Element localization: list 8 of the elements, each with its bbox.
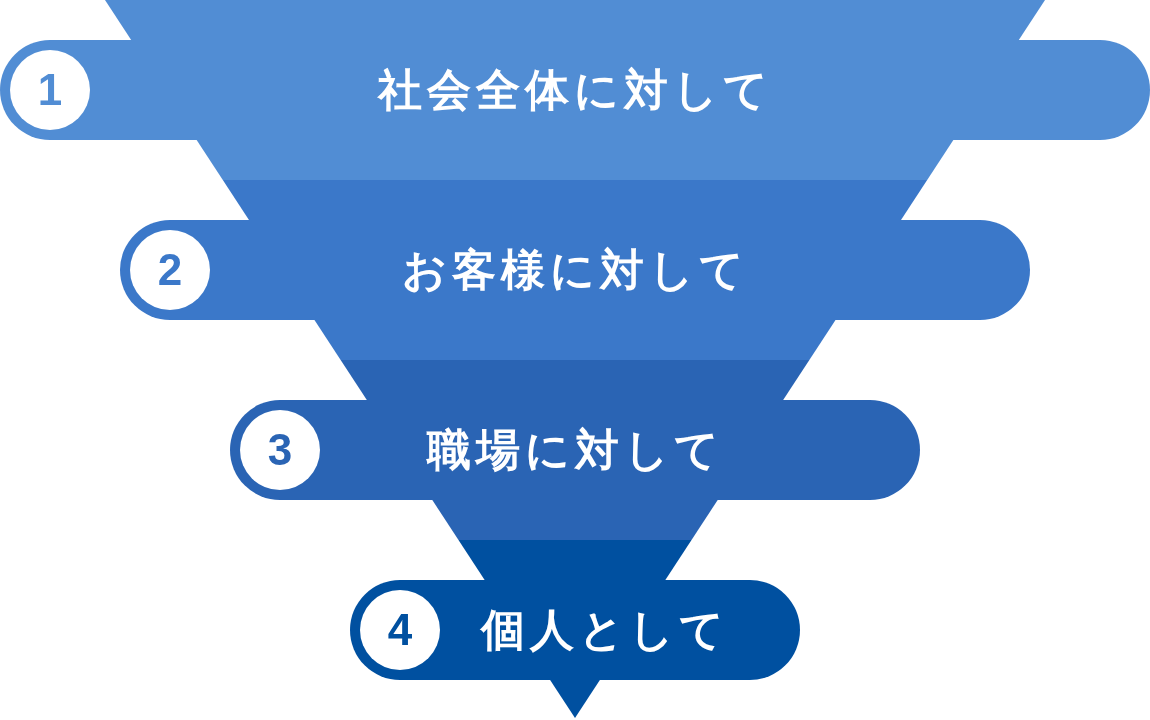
band-label: 社会全体に対して	[377, 65, 773, 115]
band-label: 個人として	[481, 605, 729, 655]
band-label: 職場に対して	[426, 425, 724, 475]
band-label: お客様に対して	[401, 245, 749, 295]
number-circle: 4	[360, 590, 440, 670]
number-circle: 3	[240, 410, 320, 490]
number-circle: 1	[10, 50, 90, 130]
number-circle: 2	[130, 230, 210, 310]
